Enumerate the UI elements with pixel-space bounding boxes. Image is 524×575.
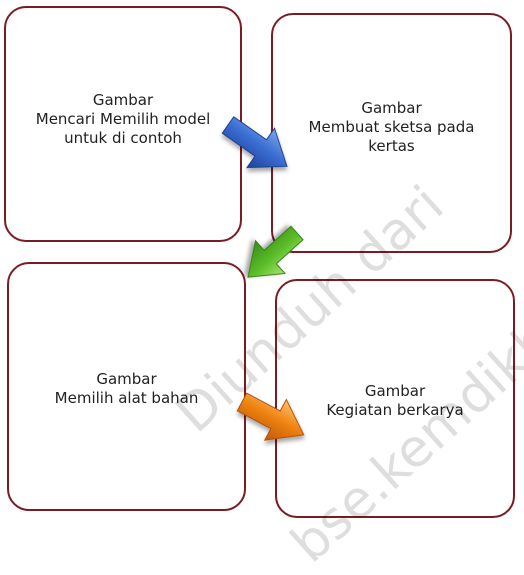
step-1-line-1: Gambar: [92, 90, 154, 109]
step-2-line-3: kertas: [368, 136, 415, 155]
step-3-line-2: Memilih alat bahan: [54, 388, 199, 407]
arrow-orange-icon: [236, 392, 305, 441]
step-1-line-2: Mencari Memilih model: [35, 109, 211, 128]
step-3-line-1: Gambar: [96, 369, 157, 388]
arrow-blue-icon: [221, 116, 288, 169]
step-2-line-2: Membuat sketsa pada: [308, 117, 475, 136]
step-4-line-2: Kegiatan berkarya: [326, 400, 464, 419]
step-box-4: Gambar Kegiatan berkarya: [275, 279, 515, 518]
flow-arrows: [221, 116, 305, 441]
step-1-line-3: untuk di contoh: [64, 128, 182, 147]
step-4-line-1: Gambar: [364, 381, 426, 400]
arrow-green-icon: [247, 225, 304, 278]
step-box-3: Gambar Memilih alat bahan: [7, 262, 246, 511]
step-box-1: Gambar Mencari Memilih model untuk di co…: [4, 6, 242, 242]
step-2-line-1: Gambar: [361, 98, 422, 117]
